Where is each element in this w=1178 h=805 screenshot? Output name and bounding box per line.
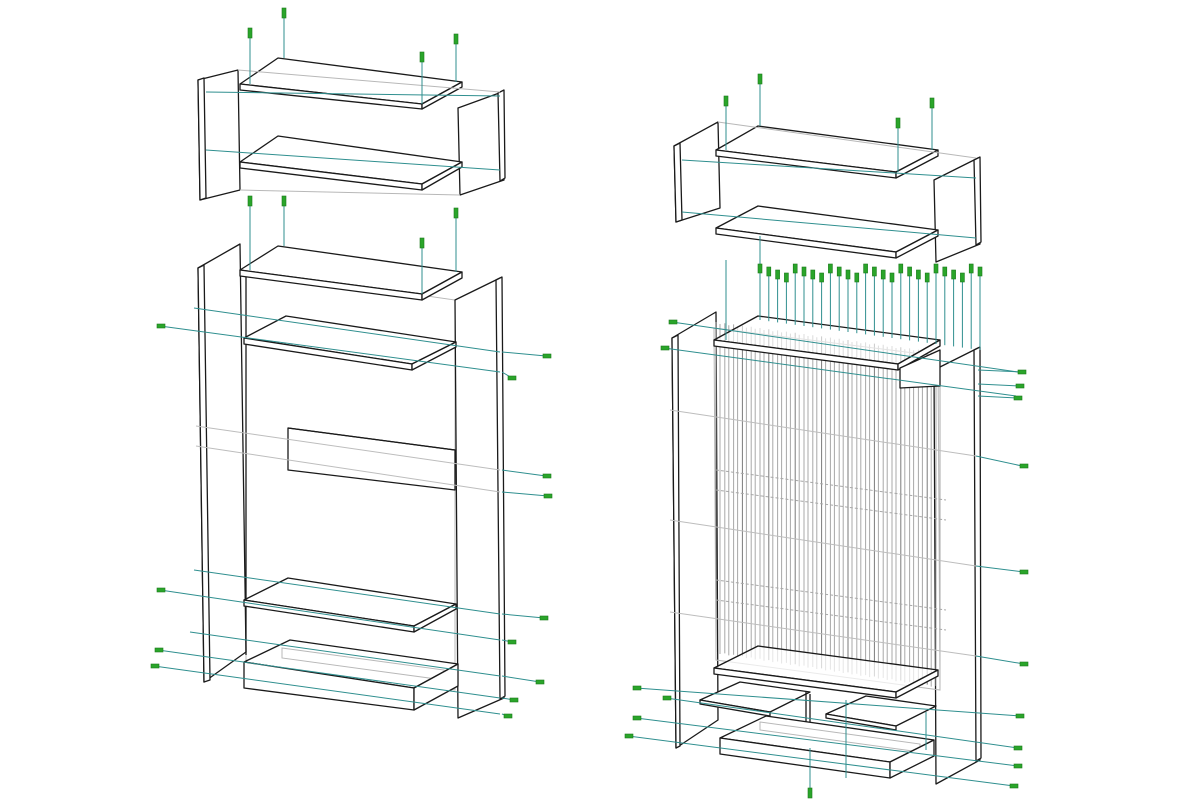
right-side-panel	[454, 276, 506, 719]
upper-shelf	[243, 315, 457, 371]
top-shelf-1	[239, 57, 463, 110]
slat-cross-rail	[715, 599, 947, 631]
slat-pin-head	[942, 266, 948, 277]
drawer-right-r	[825, 695, 937, 731]
wardrobe-left	[150, 7, 553, 719]
slat-pin-head	[784, 272, 789, 283]
slat-pin-head	[801, 266, 807, 277]
slat-pin-head	[960, 272, 965, 283]
top-cabinet-rails-r	[681, 121, 977, 239]
slat-pin-head	[933, 263, 939, 274]
carcass-top-r	[713, 315, 941, 389]
left-side-panel-r	[671, 311, 719, 749]
slat-pin-head	[757, 263, 763, 274]
slat-pin-head	[845, 269, 851, 280]
slat-pin-head	[766, 266, 772, 277]
slat-pin-head	[968, 263, 974, 274]
slat-pin-head	[836, 266, 842, 277]
slat-cross-rail	[715, 489, 947, 521]
slat-pin-head	[810, 269, 816, 280]
lower-shelf-r	[713, 645, 939, 699]
slat-pin-head	[977, 266, 983, 277]
top-cabinet-right-side	[457, 89, 506, 196]
top-shelf-2	[239, 135, 463, 191]
slat-pin-head	[775, 269, 780, 280]
bottom-drawer-r	[719, 715, 935, 779]
slat-pin-head	[819, 272, 824, 283]
slat-cross-rail	[715, 469, 947, 501]
left-connector-lines	[153, 307, 549, 717]
right-connector-lines	[627, 321, 1025, 787]
slat-pin-head	[924, 272, 930, 283]
carcass-top-shelf	[239, 245, 463, 301]
slat-pin-head	[898, 263, 904, 274]
slat-pin-head	[907, 266, 912, 277]
top-cabinet-left-side-r	[673, 121, 721, 223]
slat-pin-head	[854, 272, 860, 283]
top-shelf-2-r	[715, 205, 939, 259]
slat-pin-head	[792, 263, 798, 274]
slat-pin-head	[916, 269, 921, 280]
slat-pin-head	[828, 263, 833, 274]
slat-pin-head	[880, 269, 886, 280]
hanging-rail-panel	[287, 427, 456, 491]
top-cabinet-left-side	[197, 69, 241, 201]
top-shelf-1-r	[715, 125, 939, 179]
bottom-drawer	[243, 639, 459, 711]
slat-cross-rail	[715, 579, 947, 611]
top-cabinet-rails	[205, 69, 501, 196]
slatted-door-front	[713, 322, 947, 691]
slat-pin-head	[889, 272, 895, 283]
slat-pin-head	[872, 266, 877, 277]
right-side-panel-r	[933, 346, 982, 785]
slat-fasteners	[757, 263, 983, 350]
slat-pin-head	[951, 269, 956, 280]
lower-shelf	[243, 577, 457, 633]
top-cabinet-right-side-r	[933, 156, 982, 263]
slat-pin-head	[863, 263, 868, 274]
right-fastener-heads	[624, 73, 1029, 799]
left-fastener-heads	[150, 7, 553, 719]
wardrobe-right	[624, 73, 1029, 799]
